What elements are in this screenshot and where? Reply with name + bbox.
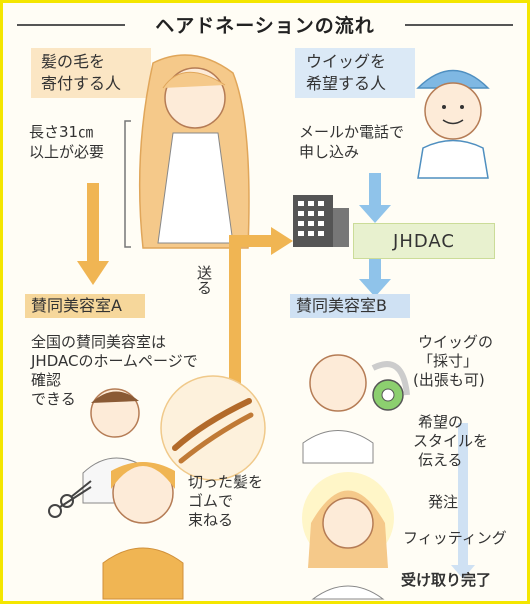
jhdac-box: JHDAC: [353, 223, 495, 259]
measuring-tape-icon: [371, 361, 410, 411]
length-bracket: [124, 120, 131, 248]
bundle-line1: 切った髪を: [188, 473, 264, 491]
page-title: ヘアドネーションの流れ: [155, 15, 375, 37]
salon-a-info-line4: できる: [31, 390, 76, 408]
salon-a-title: 賛同美容室A: [31, 296, 122, 315]
donor-label-line1: 髪の毛を: [41, 52, 106, 71]
recipient-figure: [416, 69, 490, 179]
donor-arrow-head: [77, 261, 109, 285]
step3: 発注: [428, 493, 459, 511]
bundle-line3: 束ねる: [188, 511, 234, 529]
send-label: 送る: [195, 265, 213, 295]
recipient-label-line2: 希望する人: [306, 74, 387, 93]
apply-arrow-head: [359, 205, 391, 223]
step1-line1: ウイッグの: [418, 333, 494, 351]
salon-a-title-box: [25, 294, 145, 318]
apply-arrow-shaft: [369, 173, 381, 207]
salon-b-title-box: [290, 294, 410, 318]
apply-line2: 申し込み: [299, 143, 360, 161]
jhdac-arrow-head: [359, 279, 391, 297]
hair-bundle-icon: [160, 375, 266, 481]
send-arrow-head: [271, 227, 293, 255]
apply-line1: メールか電話で: [299, 123, 405, 141]
building-icon: [293, 195, 349, 247]
bundle-line2: ゴムで: [188, 492, 234, 510]
customer-a-figure: [102, 462, 184, 600]
donor-label-line2: 寄付する人: [41, 74, 122, 93]
step2-line3: 伝える: [418, 451, 463, 469]
donor-figure: [138, 54, 250, 249]
title-rule-left: [17, 24, 125, 26]
recipient-label-line1: ウイッグを: [306, 52, 387, 71]
salon-b-title: 賛同美容室B: [296, 296, 387, 315]
salon-a-info-line1: 全国の賛同美容室は: [31, 333, 167, 351]
title-rule-right: [405, 24, 513, 26]
salon-a-info-line3: 確認: [31, 371, 62, 389]
wig-recipient-figure: [302, 472, 394, 600]
requirement-line1: 長さ31㎝: [29, 123, 94, 141]
step5: 受け取り完了: [401, 571, 492, 589]
recipient-label-box: [295, 48, 415, 98]
scissors-icon: [48, 480, 92, 518]
step4: フィッティング: [403, 529, 507, 547]
step2-line1: 希望の: [418, 413, 464, 431]
step1-line3: (出張も可): [413, 371, 485, 389]
salon-a-info-line2: JHDACのホームページで: [31, 352, 198, 370]
send-arrow-shaft: [229, 235, 273, 448]
step1-line2: 「採寸」: [418, 352, 479, 370]
donor-arrow-shaft: [87, 183, 99, 263]
steps-arrow-head: [451, 565, 475, 579]
steps-arrow-shaft: [458, 423, 468, 568]
donor-label-box: [31, 48, 151, 98]
jhdac-arrow-shaft: [369, 259, 381, 281]
step2-line2: スタイルを: [413, 432, 489, 450]
requirement-line2: 以上が必要: [29, 143, 105, 161]
flow-illustration: [48, 54, 490, 600]
bald-recipient-figure: [302, 354, 374, 464]
